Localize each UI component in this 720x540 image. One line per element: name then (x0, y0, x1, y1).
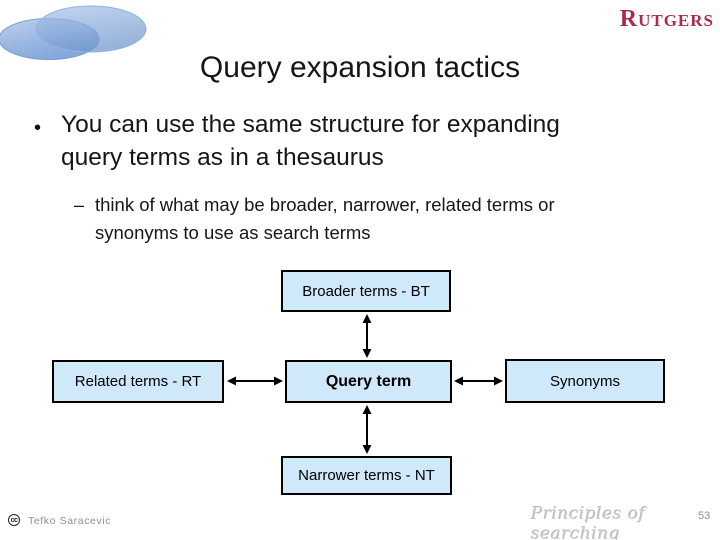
bullet-marker: • (34, 117, 42, 139)
sub-bullet-marker: – (74, 195, 85, 215)
box-narrower-terms: Narrower terms - NT (281, 456, 452, 495)
box-query-term: Query term (285, 360, 452, 403)
venn-diagram-logo (0, 5, 147, 60)
bullet-line: think of what may be broader, narrower, … (95, 194, 555, 215)
sub-bullet-item: think of what may be broader, narrower, … (95, 191, 555, 247)
rutgers-wordmark: RUTGERS (619, 6, 714, 32)
author-credit: Tefko Saracevic (28, 515, 112, 527)
course-watermark: Principles of searching (531, 504, 646, 540)
cc-license-icon: cc (8, 514, 20, 526)
bullet-item: You can use the same structure for expan… (61, 108, 560, 174)
box-related-terms: Related terms - RT (52, 360, 224, 403)
slide-title: Query expansion tactics (199, 51, 521, 84)
box-synonyms: Synonyms (505, 359, 665, 403)
bullet-line: synonyms to use as search terms (95, 222, 371, 243)
slide-page-number: 53 (698, 510, 711, 522)
box-broader-terms: Broader terms - BT (281, 270, 451, 312)
bullet-line: query terms as in a thesaurus (61, 144, 384, 171)
bullet-line: You can use the same structure for expan… (61, 111, 560, 138)
